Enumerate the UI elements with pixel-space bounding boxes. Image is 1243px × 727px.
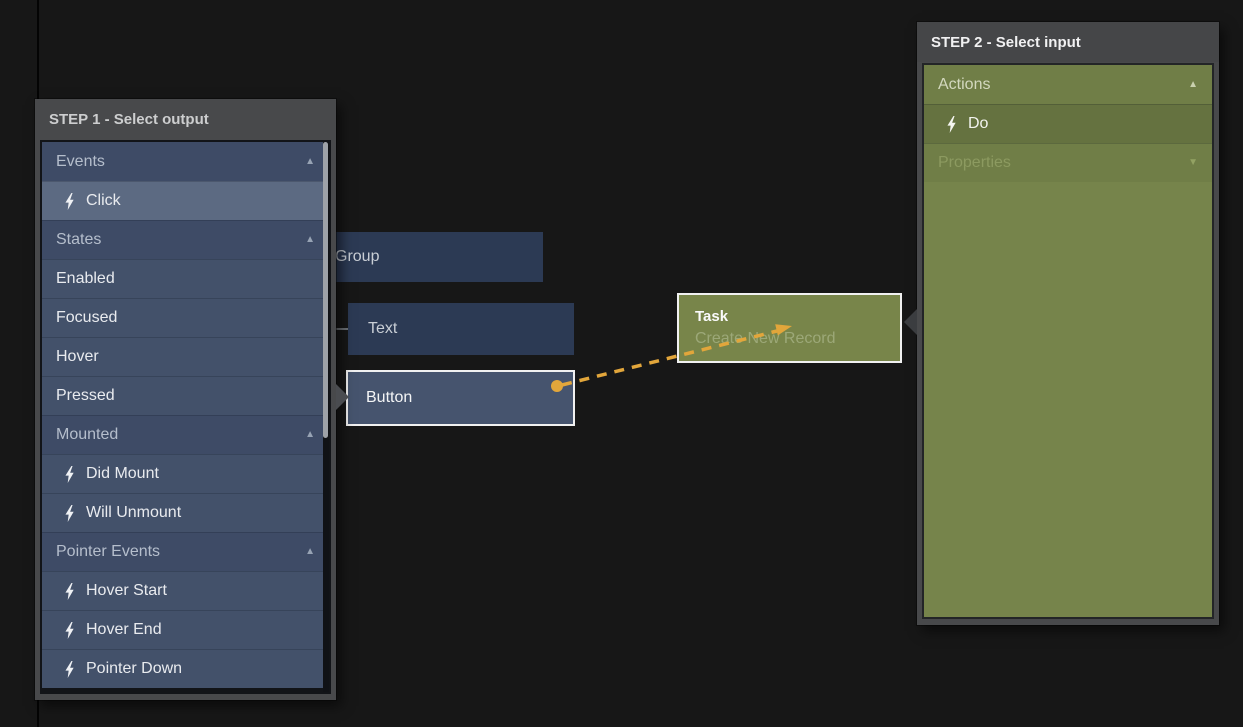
collapse-icon: ▲	[305, 234, 315, 245]
node-label: Text	[368, 320, 398, 337]
row-label: Mounted	[56, 426, 119, 443]
row-label: Pointer Down	[86, 660, 183, 677]
row-label: Enabled	[56, 270, 115, 287]
bolt-icon	[63, 660, 76, 678]
node-text[interactable]: Text	[348, 303, 574, 355]
option-click[interactable]: Click	[42, 181, 329, 220]
node-title: Task	[695, 308, 729, 325]
option-do[interactable]: Do	[924, 104, 1212, 143]
step1-panel-pointer	[336, 384, 349, 410]
option-hover[interactable]: Hover	[42, 337, 329, 376]
bolt-icon	[945, 115, 958, 133]
row-label: Events	[56, 152, 105, 170]
row-label: Hover Start	[86, 582, 167, 599]
option-pointer-down[interactable]: Pointer Down	[42, 649, 329, 688]
step2-panel-pointer	[904, 309, 917, 335]
bolt-icon	[63, 504, 76, 522]
collapse-icon: ▲	[305, 546, 315, 557]
section-header-states[interactable]: States ▲	[42, 220, 329, 259]
row-label: States	[56, 231, 102, 248]
option-focused[interactable]: Focused	[42, 298, 329, 337]
option-enabled[interactable]: Enabled	[42, 259, 329, 298]
option-hover-end[interactable]: Hover End	[42, 610, 329, 649]
row-label: Will Unmount	[86, 504, 182, 521]
bolt-icon	[63, 621, 76, 639]
panel-empty-area	[924, 182, 1212, 617]
collapse-icon: ▲	[1188, 78, 1198, 90]
section-header-actions[interactable]: Actions ▲	[924, 65, 1212, 104]
collapse-icon: ▲	[305, 429, 315, 440]
bolt-icon	[63, 582, 76, 600]
collapse-icon: ▲	[305, 155, 315, 167]
row-label: Hover	[56, 348, 99, 365]
section-header-mounted[interactable]: Mounted ▲	[42, 415, 329, 454]
row-label: Click	[86, 192, 121, 209]
node-subtitle: Create New Record	[695, 330, 836, 347]
row-label: Actions	[938, 75, 991, 93]
bolt-icon	[63, 465, 76, 483]
step1-scrollbar-track[interactable]	[323, 142, 329, 692]
row-label: Hover End	[86, 621, 162, 638]
section-header-events[interactable]: Events ▲	[42, 142, 329, 181]
option-will-unmount[interactable]: Will Unmount	[42, 493, 329, 532]
node-task[interactable]: Task Create New Record	[677, 293, 902, 363]
node-group[interactable]: Group	[316, 232, 543, 282]
bolt-icon	[63, 192, 76, 210]
row-label: Focused	[56, 309, 118, 326]
row-label: Did Mount	[86, 465, 159, 482]
expand-icon: ▼	[1188, 157, 1198, 168]
option-hover-start[interactable]: Hover Start	[42, 571, 329, 610]
row-label: Properties	[938, 154, 1011, 171]
connection-stub-line	[330, 328, 349, 330]
step2-panel-title: STEP 2 - Select input	[917, 22, 1219, 62]
row-label: Pressed	[56, 387, 115, 404]
row-label: Pointer Events	[56, 543, 161, 560]
node-label: Button	[366, 389, 413, 406]
row-label: Do	[968, 115, 989, 132]
option-did-mount[interactable]: Did Mount	[42, 454, 329, 493]
node-label: Group	[335, 248, 380, 265]
option-pressed[interactable]: Pressed	[42, 376, 329, 415]
section-header-pointer-events[interactable]: Pointer Events ▲	[42, 532, 329, 571]
step1-scrollbar-thumb[interactable]	[323, 142, 328, 438]
section-header-properties[interactable]: Properties ▼	[924, 143, 1212, 182]
step1-panel-title: STEP 1 - Select output	[49, 110, 209, 128]
node-button[interactable]: Button	[346, 370, 575, 426]
